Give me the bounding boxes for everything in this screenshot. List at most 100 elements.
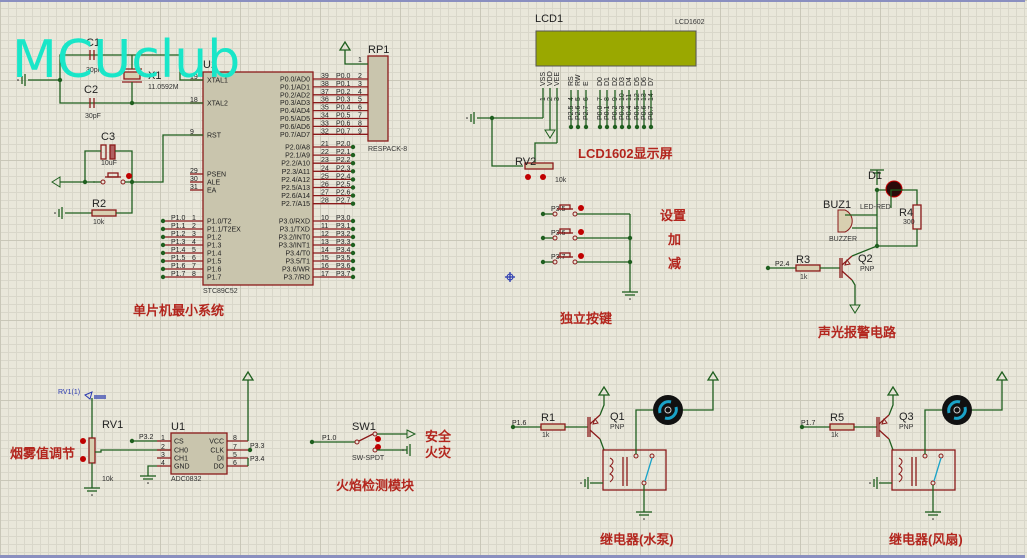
capacitor-c3	[100, 144, 107, 160]
lcd-section-label: LCD1602显示屏	[578, 146, 673, 161]
mcu-pin-name: P3.3/INT1	[278, 243, 310, 250]
junction-dot	[626, 124, 632, 130]
adc-pin-name: CLK	[210, 448, 224, 455]
potentiometer-rv1	[88, 437, 96, 464]
net-label: P0.3	[619, 105, 626, 120]
net-label: P0.0	[336, 73, 351, 80]
smoke-section-label: 烟雾值调节	[10, 446, 75, 461]
net-label: P2.6	[336, 190, 351, 197]
terminal-dot	[578, 229, 584, 235]
net-label: P2.3	[336, 165, 351, 172]
mcu-pin-number: 21	[321, 141, 329, 148]
mcu-pin-number: 13	[321, 239, 329, 246]
relay-contact	[649, 453, 655, 459]
adc-pin-name: VCC	[209, 439, 224, 446]
junction-dot	[247, 447, 253, 453]
switch-contact	[354, 439, 360, 445]
mcu-pin-name: P2.1/A9	[285, 153, 310, 160]
net-label: P3.4	[250, 456, 265, 463]
motor-icon	[947, 400, 961, 414]
net-label: P3.3	[250, 443, 265, 450]
junction-dot	[540, 211, 546, 217]
junction-dot	[350, 234, 356, 240]
junction-dot	[540, 235, 546, 241]
wire	[599, 438, 605, 451]
mcu-pin-name: P3.1/TXD	[280, 227, 310, 234]
lcd-pin-name: D6	[641, 77, 648, 86]
net-label: P0.6	[336, 120, 351, 127]
junction-dot	[129, 100, 135, 106]
q2-ref: Q2	[858, 253, 873, 265]
adc-pin-number: 2	[161, 444, 165, 451]
mcu-pin-number: 2	[192, 223, 196, 230]
net-label: P1.6	[171, 263, 186, 270]
lcd-part: LCD1602	[675, 19, 705, 26]
junction-dot	[160, 266, 166, 272]
mcu-pin-name: P1.5	[207, 259, 222, 266]
relay-transistor-value: PNP	[610, 424, 625, 431]
mcu-pin-number: 11	[321, 223, 328, 230]
wire	[534, 142, 557, 163]
relay-contact	[641, 480, 647, 486]
mcu-pin-number: 37	[321, 89, 329, 96]
mcu-pin-name: PSEN	[207, 172, 226, 179]
mcu-pin-number: 16	[321, 263, 329, 270]
junction-dot	[350, 193, 356, 198]
net-label: P0.7	[648, 105, 655, 120]
transistor	[878, 429, 890, 440]
mcu-pin-number: 22	[321, 149, 329, 156]
net-label: P2.0	[336, 141, 351, 148]
c1-ref: C1	[86, 37, 100, 49]
relay-transistor-ref: Q1	[610, 411, 625, 423]
adc-pin-name: DI	[217, 456, 224, 463]
mcu-pin-name: ALE	[207, 180, 221, 187]
relay-resistor-ref: R1	[541, 412, 555, 424]
resistor	[540, 423, 566, 431]
junction-dot	[619, 124, 625, 130]
net-label: P0.4	[336, 105, 351, 112]
key-function-label: 加	[667, 232, 681, 247]
net-label: P0.1	[604, 105, 611, 120]
rp1-part: RESPACK-8	[368, 146, 407, 153]
adc-pin-number: 3	[161, 452, 165, 459]
junction-dot	[160, 218, 166, 224]
r3-ref: R3	[796, 254, 810, 266]
switch-contact	[572, 259, 578, 265]
net-label: P3.2	[139, 434, 154, 441]
mcu-pin-name: P1.3	[207, 243, 222, 250]
mcu-pin-number: 23	[321, 157, 329, 164]
mcu-pin-number: 26	[321, 182, 329, 189]
net-label: P0.1	[336, 81, 351, 88]
ground-arrow-icon	[849, 304, 861, 314]
net-label: P0.6	[641, 105, 648, 120]
junction-dot	[634, 124, 640, 130]
x1-ref: X1	[148, 70, 161, 82]
mcu-pin-name: P1.7	[207, 275, 222, 282]
junction-dot	[568, 124, 574, 130]
rp1-pin-number: 2	[358, 73, 362, 80]
wire	[116, 182, 133, 214]
relay-box	[602, 449, 667, 491]
alarm-section-label: 声光报警电路	[817, 325, 897, 340]
mcu-section-label: 单片机最小系统	[133, 303, 224, 318]
r4-value: 300	[903, 219, 915, 226]
motor-icon	[953, 406, 967, 420]
switch-contact	[120, 179, 126, 185]
relay-coil-icon	[609, 457, 614, 483]
junction-dot	[604, 124, 610, 130]
mcu-pin-name: XTAL2	[207, 101, 228, 108]
output-arrow-icon	[406, 429, 417, 439]
transistor	[592, 417, 599, 425]
junction-dot	[350, 274, 356, 280]
net-label: P1.4	[171, 247, 186, 254]
adc-pin-name: DO	[214, 464, 225, 471]
ground-icon	[932, 518, 934, 520]
lcd-display	[535, 30, 697, 67]
wire	[890, 189, 903, 208]
junction-dot	[350, 152, 356, 158]
mcu-pin-name: P2.7/A15	[281, 201, 310, 208]
relay-resistor-value: 1k	[831, 432, 839, 439]
wire	[147, 465, 157, 476]
mcu-pin-number: 10	[321, 215, 329, 222]
